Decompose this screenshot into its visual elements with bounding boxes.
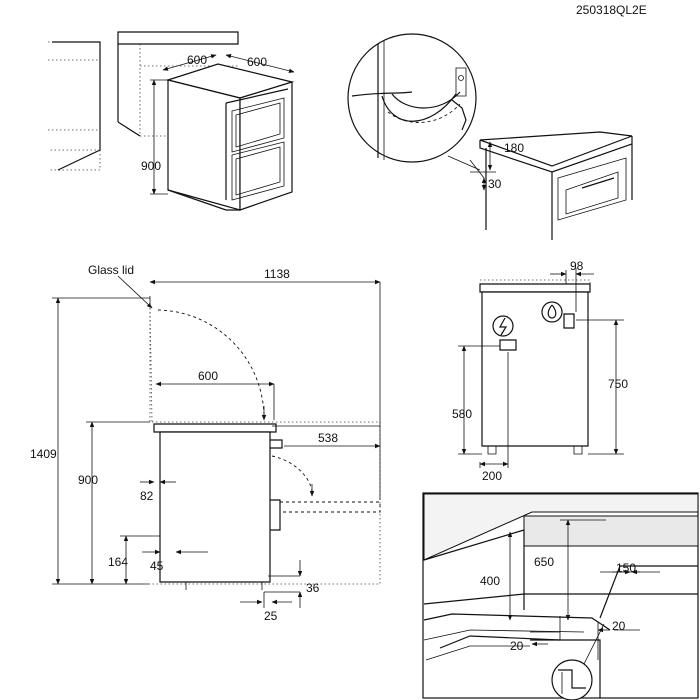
dim-1138: 1138 — [264, 267, 290, 281]
dim-30: 30 — [488, 177, 502, 191]
dim-650: 650 — [534, 555, 554, 569]
glass-lid-label: Glass lid — [88, 263, 134, 277]
chain-detail-circle — [347, 33, 477, 163]
panel-anti-tilt-chain: 180 30 — [347, 33, 633, 240]
dim-depth-600: 600 — [247, 55, 267, 69]
dim-36: 36 — [306, 581, 320, 595]
dim-400: 400 — [480, 574, 500, 588]
dim-82: 82 — [140, 489, 154, 503]
panel-installation-niche: 650 400 150 20 20 — [422, 492, 699, 700]
dim-1409: 1409 — [30, 447, 57, 461]
side-dimension-lines — [52, 279, 381, 608]
dim-98: 98 — [570, 259, 584, 273]
dim-width-600: 600 — [187, 53, 207, 67]
dim-45: 45 — [150, 559, 164, 573]
panel-side-elevation: Glass lid — [30, 263, 381, 623]
electric-connection-symbol — [492, 315, 514, 337]
dim-164: 164 — [108, 555, 128, 569]
doc-code: 250318QL2E — [576, 3, 647, 17]
dim-height-900: 900 — [141, 159, 161, 173]
dim-180: 180 — [504, 141, 524, 155]
gas-connection-symbol — [541, 301, 563, 323]
dim-580: 580 — [452, 407, 472, 421]
dim-538: 538 — [318, 431, 338, 445]
dim-200: 200 — [482, 469, 502, 483]
rear-body — [479, 283, 591, 455]
panel-cabinet-placement: 600 600 900 — [48, 31, 295, 211]
dim-20-left: 20 — [510, 639, 524, 653]
left-cabinet — [48, 41, 101, 171]
dim-900-side: 900 — [78, 473, 98, 487]
detail-magnifier — [551, 623, 605, 700]
cabinet-dimensions — [150, 54, 295, 195]
cooker-unit — [165, 63, 295, 211]
panel-rear-view: 98 750 580 200 — [452, 259, 628, 483]
dim-25: 25 — [264, 609, 278, 623]
cooker-side-body — [153, 423, 283, 590]
dim-150: 150 — [616, 561, 636, 575]
oven-detail — [470, 131, 633, 240]
dim-600-lid: 600 — [198, 369, 218, 383]
dim-20-right: 20 — [612, 619, 626, 633]
dim-750: 750 — [608, 377, 628, 391]
